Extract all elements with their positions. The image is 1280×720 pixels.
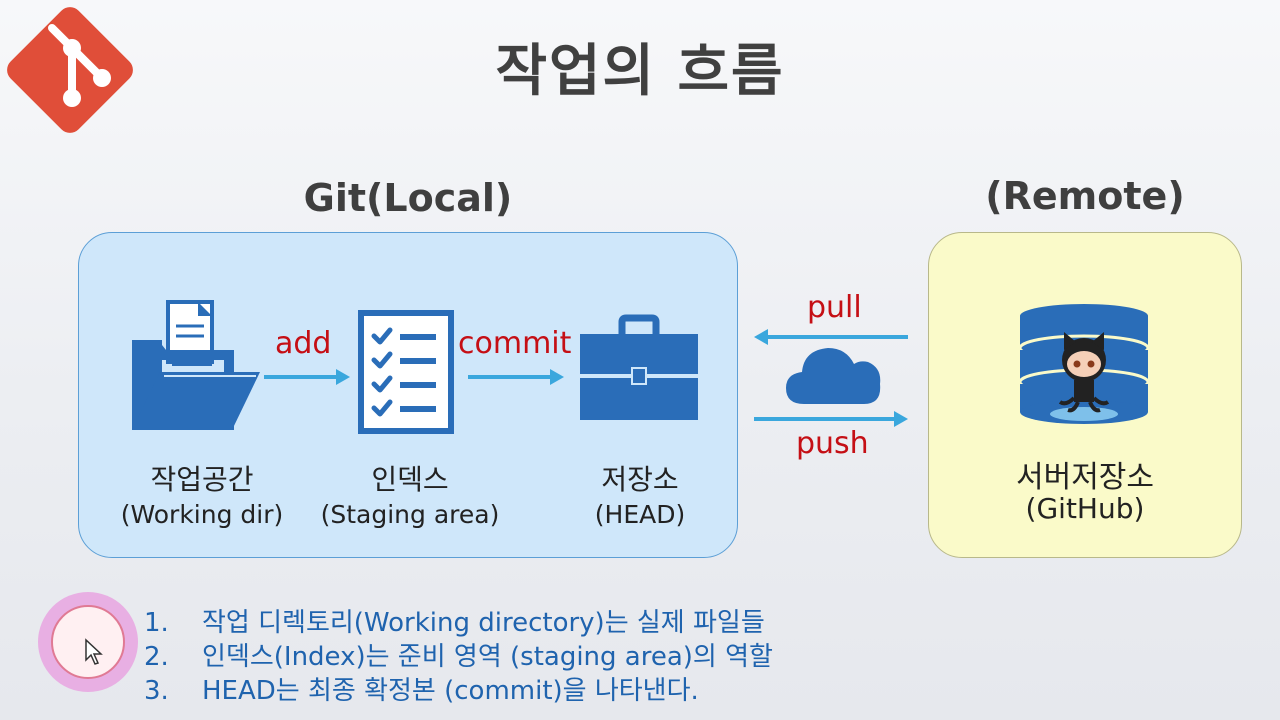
briefcase-icon [580,314,698,420]
stage-staging-sub: (Staging area) [320,500,500,529]
local-section-label: Git(Local) [303,176,513,220]
stage-working-dir-sub: (Working dir) [120,500,284,529]
pull-label: pull [807,290,862,325]
cloud-icon [786,348,881,404]
checklist-icon [358,310,454,434]
note-item: 2. 인덱스(Index)는 준비 영역 (staging area)의 역할 [144,640,773,674]
note-text: 작업 디렉토리(Working directory)는 실제 파일들 [202,608,765,638]
add-arrow-icon [264,369,350,385]
folder-document-icon [132,300,260,430]
remote-name: 서버저장소 [1016,460,1154,495]
note-number: 3. [144,676,169,706]
push-arrow-icon [754,411,908,427]
remote-sub: (GitHub) [1025,492,1145,525]
commit-label: commit [458,326,572,361]
note-number: 1. [144,608,169,638]
cursor-highlight [38,592,138,692]
pull-arrow-icon [754,329,908,345]
note-text: HEAD는 최종 확정본 (commit)을 나타낸다. [202,676,699,706]
push-label: push [796,426,869,461]
note-item: 1. 작업 디렉토리(Working directory)는 실제 파일들 [144,606,773,640]
remote-section-label: (Remote) [985,174,1185,218]
stage-head-sub: (HEAD) [594,500,686,529]
mouse-cursor-icon [85,638,103,665]
stage-head-name: 저장소 [601,463,679,496]
notes-list: 1. 작업 디렉토리(Working directory)는 실제 파일들 2.… [144,606,773,708]
database-octocat-icon [1018,304,1150,424]
stage-working-dir-name: 작업공간 [150,463,254,496]
note-text: 인덱스(Index)는 준비 영역 (staging area)의 역할 [202,642,773,672]
git-logo-icon [7,7,133,133]
add-label: add [275,326,332,361]
commit-arrow-icon [468,369,564,385]
page-title: 작업의 흐름 [495,39,785,104]
note-number: 2. [144,642,169,672]
stage-staging-name: 인덱스 [371,463,449,496]
note-item: 3. HEAD는 최종 확정본 (commit)을 나타낸다. [144,674,773,708]
